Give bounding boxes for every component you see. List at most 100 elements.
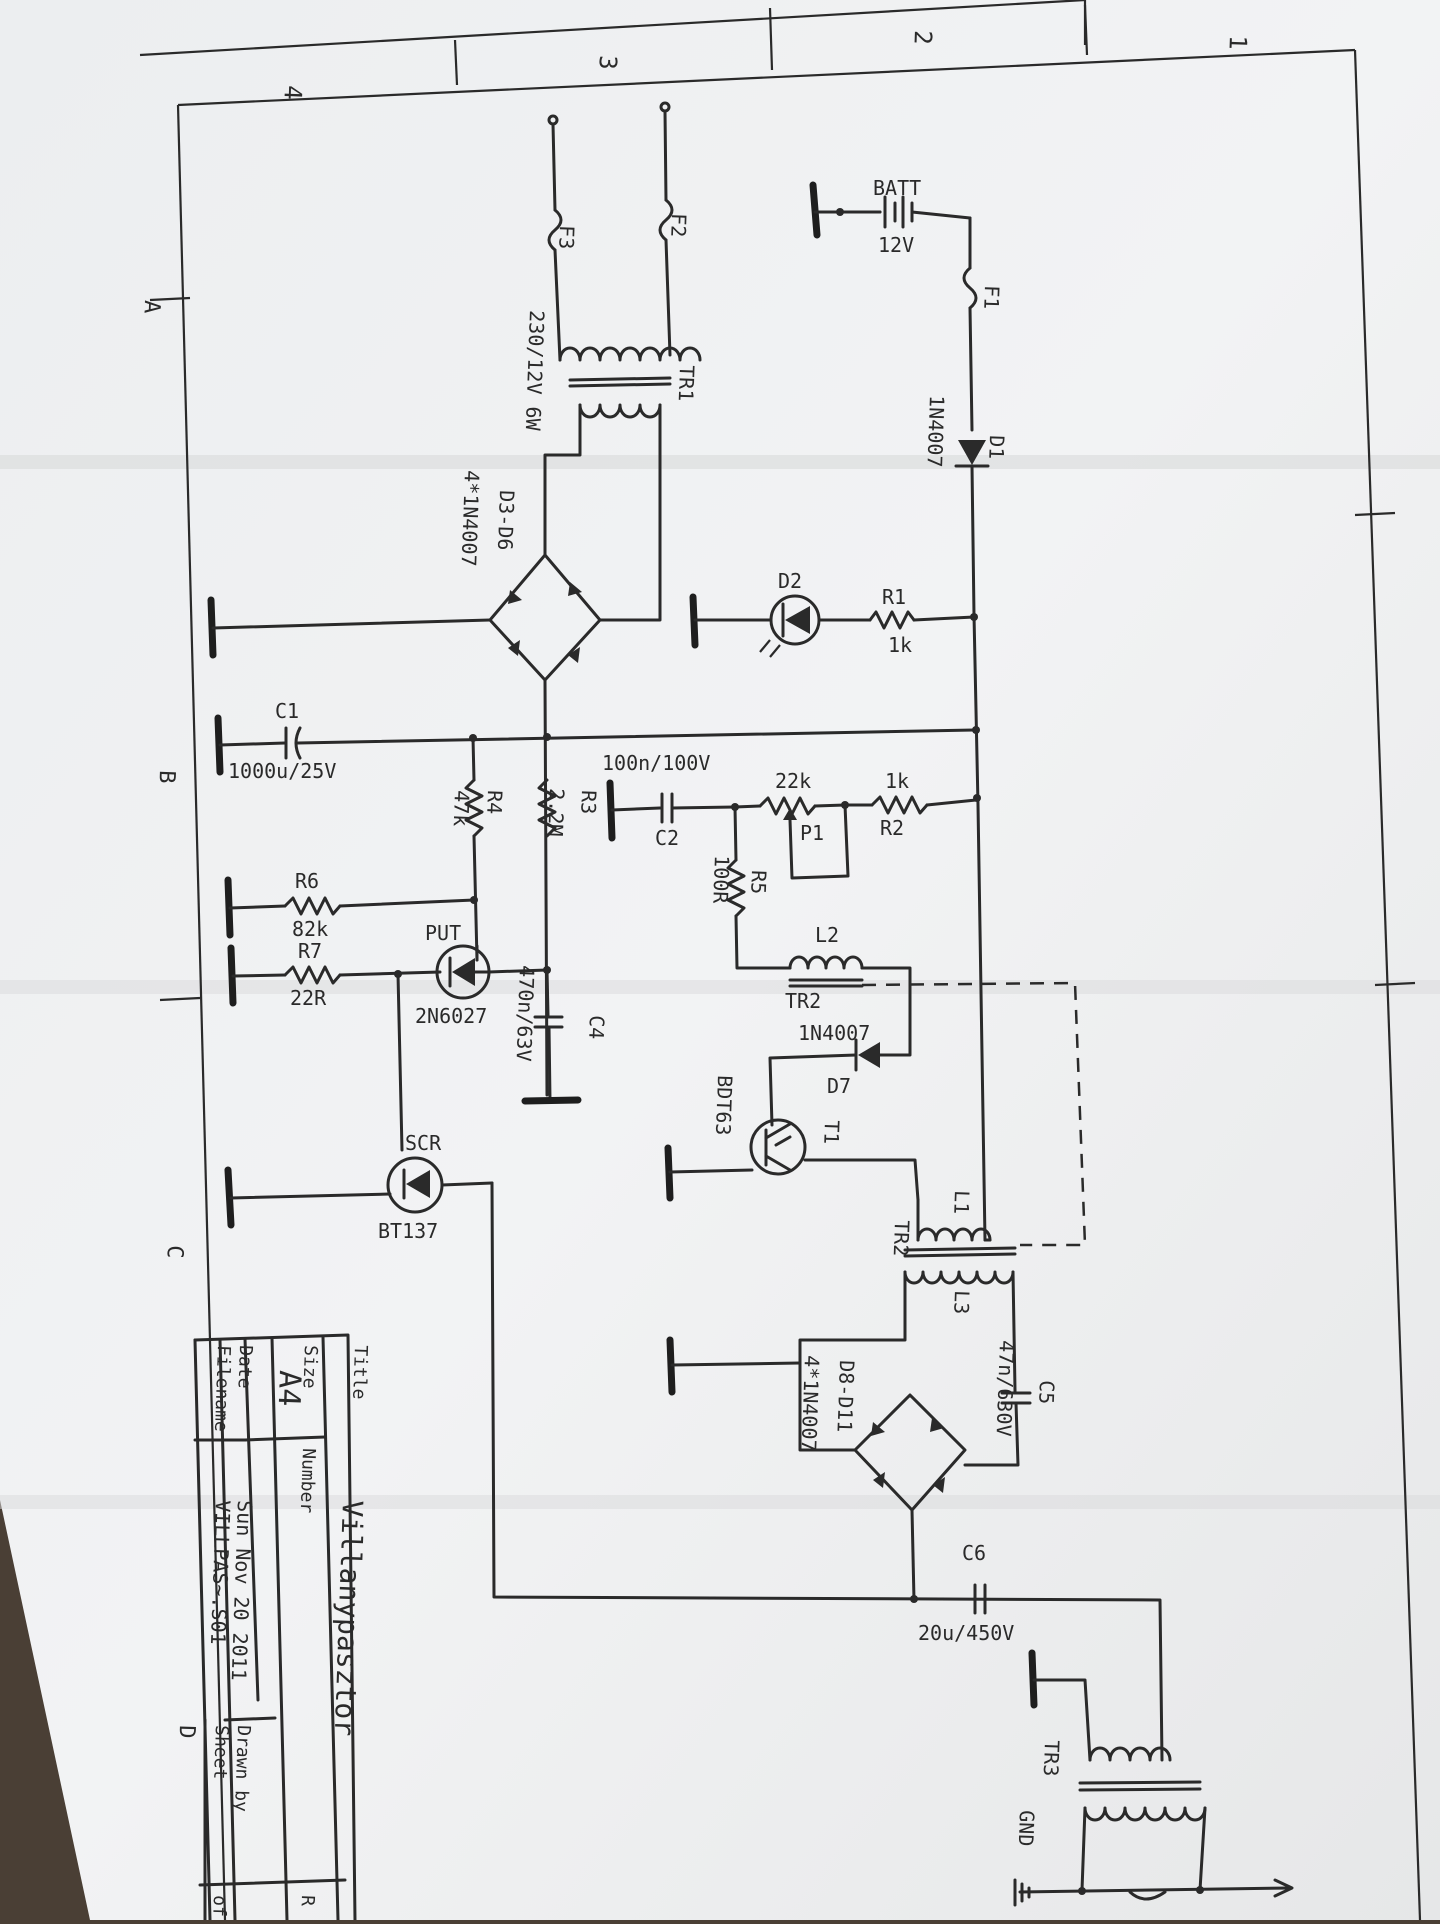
r2-ref: R2 xyxy=(880,816,904,840)
r4-value: 47k xyxy=(449,790,474,827)
f3-label: F3 xyxy=(554,225,579,250)
r6-ref: R6 xyxy=(295,869,319,893)
size-value: A4 xyxy=(271,1370,307,1407)
r2-value: 1k xyxy=(885,769,909,793)
p1-ref: P1 xyxy=(800,821,824,845)
storage-capacitor-c6: C6 20u/450V xyxy=(918,1541,1014,1645)
tr2-ref: TR2 xyxy=(889,1220,914,1257)
r7-value: 22R xyxy=(290,986,327,1010)
l1-ref: L1 xyxy=(949,1190,974,1215)
zone-label-left: A xyxy=(139,300,164,314)
c4-value: 470n/63V xyxy=(512,965,539,1062)
r5-ref: R5 xyxy=(746,870,771,895)
date-label: Date xyxy=(233,1345,256,1389)
paper-fold xyxy=(0,1495,1440,1509)
r4-ref: R4 xyxy=(482,790,507,815)
bridge2-ref: D8-D11 xyxy=(832,1360,859,1433)
led-indicator: D2 R1 1k xyxy=(689,569,976,658)
zone-label-top: 3 xyxy=(593,55,621,70)
diode-d7: 1N4007 D7 xyxy=(768,1021,880,1127)
paper-fold xyxy=(0,980,1440,994)
transistor-t1: BDT63 T1 xyxy=(664,1075,920,1202)
output-transformer-tr2: L1 TR2 L3 xyxy=(798,1190,1017,1397)
filter-capacitor-c1: C1 1000u/25V xyxy=(214,699,976,783)
d1-ref: D1 xyxy=(984,435,1009,460)
zone-label-top: 4 xyxy=(278,85,306,100)
f1-label: F1 xyxy=(979,285,1004,310)
c6-ref: C6 xyxy=(962,1541,986,1565)
filename-value: VILLPAS~.S01 xyxy=(206,1500,235,1645)
c2-value: 100n/100V xyxy=(602,751,710,775)
tr3-ref: TR3 xyxy=(1039,1740,1064,1777)
positive-rail xyxy=(972,613,987,1242)
title-block: Title Villanypasztor Size A4 Number Date… xyxy=(193,1333,371,1922)
timer-r6-r7-put: R6 82k R7 22R PUT 2N6027 xyxy=(224,869,551,1028)
feedback-winding-l2: L2 TR2 xyxy=(785,923,1087,1247)
of-label: of xyxy=(208,1895,230,1917)
tr2-ref-top: TR2 xyxy=(785,989,821,1013)
put-ref: PUT xyxy=(425,921,461,945)
capacitor-c5: C5 47n/630V xyxy=(963,1340,1059,1467)
drawing-frame xyxy=(139,0,1422,1921)
tr1-value: 230/12V 6W xyxy=(521,310,549,432)
drawn-by-label: Drawn by xyxy=(230,1725,254,1813)
rev-label: R xyxy=(297,1895,318,1907)
l3-ref: L3 xyxy=(949,1290,974,1315)
r1-ref: R1 xyxy=(882,585,906,609)
zone-label-top: 2 xyxy=(908,30,936,45)
c1-ref: C1 xyxy=(275,699,299,723)
r7-ref: R7 xyxy=(298,939,322,963)
paper-fold xyxy=(0,455,1440,469)
filename-label: Filename xyxy=(210,1345,234,1432)
c4-ref: C4 xyxy=(584,1015,609,1040)
scr-value: BT137 xyxy=(378,1219,438,1243)
hv-transformer-tr3: TR3 GND xyxy=(1013,1649,1294,1907)
batt-ref: BATT xyxy=(873,176,921,200)
title-label: Title xyxy=(348,1345,371,1400)
c5-value: 47n/630V xyxy=(992,1340,1019,1437)
timing-capacitor-c4: C4 470n/63V xyxy=(512,965,609,1105)
d1-value: 1N4007 xyxy=(922,395,949,468)
number-label: Number xyxy=(296,1448,319,1514)
d2-ref: D2 xyxy=(778,569,802,593)
c2-ref: C2 xyxy=(655,826,679,850)
t1-ref: T1 xyxy=(819,1120,844,1145)
bridge2-value: 4*1N4007 xyxy=(797,1355,824,1452)
zone-label-left: B xyxy=(154,770,179,784)
c5-ref: C5 xyxy=(1034,1380,1059,1405)
title-text: Villanypasztor xyxy=(328,1500,369,1737)
battery-input: BATT 12V F1 D1 1N4007 xyxy=(809,176,1009,617)
c1-value: 1000u/25V xyxy=(228,759,336,783)
put-value: 2N6027 xyxy=(415,1004,487,1028)
l2-ref: L2 xyxy=(815,923,839,947)
r3-value: 2.2M xyxy=(543,788,569,837)
p1-value: 22k xyxy=(775,769,811,793)
zone-labels: 4 3 2 1 A B C D xyxy=(139,30,1252,1739)
gnd-label: GND xyxy=(1014,1810,1039,1847)
mains-transformer: F3 F2 TR1 230/12V 6W xyxy=(521,101,702,622)
t1-value: BDT63 xyxy=(711,1075,737,1136)
sheet-label: Sheet xyxy=(209,1725,232,1780)
r1-value: 1k xyxy=(888,633,912,657)
d7-value: 1N4007 xyxy=(798,1021,870,1045)
size-label: Size xyxy=(298,1345,321,1389)
f2-label: F2 xyxy=(666,213,691,238)
d7-ref: D7 xyxy=(827,1074,851,1098)
bridge1-value: 4*1N4007 xyxy=(457,470,484,567)
bridge1-ref: D3-D6 xyxy=(493,490,519,551)
r5-value: 100R xyxy=(708,855,734,905)
r3-ref: R3 xyxy=(576,790,601,815)
scr-bt137: SCR BT137 xyxy=(224,972,1164,1762)
zone-label-left: C xyxy=(162,1245,187,1259)
batt-value: 12V xyxy=(878,233,914,257)
zone-label-left: D xyxy=(174,1725,199,1739)
scr-ref: SCR xyxy=(405,1131,442,1155)
rectifier-bridge-2: D8-D11 4*1N4007 xyxy=(666,1336,967,1603)
tr1-ref: TR1 xyxy=(674,365,699,402)
oscillator-input: 100n/100V C2 22k P1 1k R2 R5 100R xyxy=(602,751,978,970)
zone-label-top: 1 xyxy=(1223,35,1251,50)
c6-value: 20u/450V xyxy=(918,1621,1014,1645)
